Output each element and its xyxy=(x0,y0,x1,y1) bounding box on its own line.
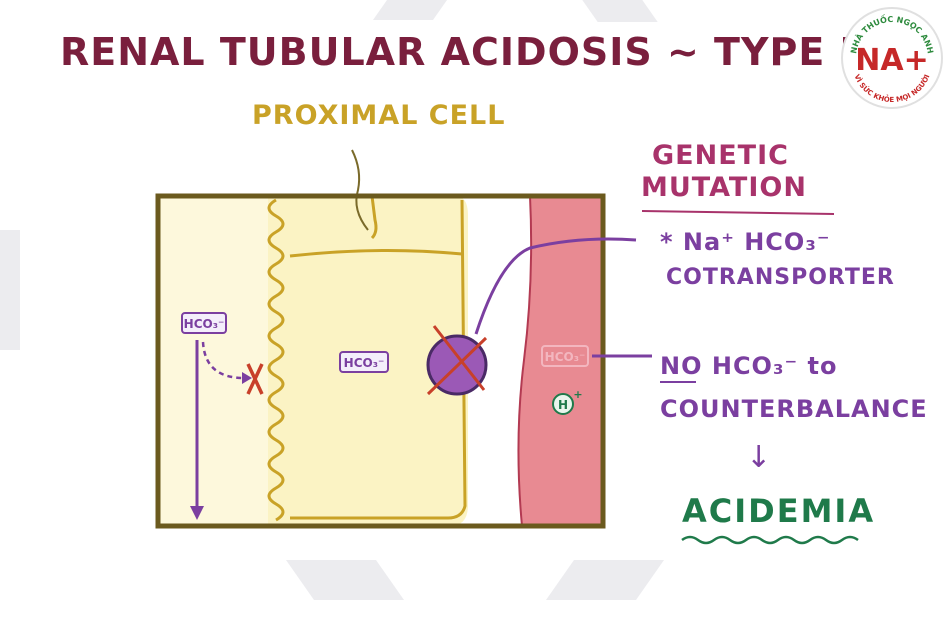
hydrogen-ion-icon xyxy=(552,393,574,415)
hco3-box-lumen xyxy=(181,312,227,334)
mutation-label: MUTATION xyxy=(641,172,807,203)
background-stripe xyxy=(0,230,20,350)
hydrogen-ion-label: H xyxy=(558,398,568,412)
brush-border xyxy=(267,198,285,522)
cell-label-pointer xyxy=(351,149,369,231)
no-word: NO xyxy=(660,352,703,380)
genetic-underline xyxy=(641,210,835,215)
hco3-box-blood xyxy=(541,345,589,367)
acidemia-label: ACIDEMIA xyxy=(682,492,876,530)
genetic-label: GENETIC xyxy=(652,140,789,171)
blocked-reabsorption-arrow xyxy=(201,341,245,380)
down-arrow: ↓ xyxy=(746,440,772,475)
hco3-box-cell xyxy=(339,351,389,373)
no-bicarb-label: NO HCO₃⁻ to xyxy=(660,352,837,380)
cell-boundary-upper xyxy=(370,195,378,240)
hydrogen-ion-charge: + xyxy=(573,388,582,401)
blocked-x-mark xyxy=(246,363,264,395)
hco3-label-blood: HCO₃⁻ xyxy=(545,350,586,364)
cell-boundary-top xyxy=(289,248,463,258)
hco3-excretion-arrowhead xyxy=(190,506,204,520)
logo-mark: NA+ xyxy=(855,43,928,78)
cotransporter-pointer xyxy=(474,237,637,335)
diagram-title: RENAL TUBULAR ACIDOSIS ~ TYPE II xyxy=(60,30,870,74)
pharmacy-logo: NHÀ THUỐC NGỌC ANH NA+ VÌ SỨC KHỎE MỌI N… xyxy=(841,7,943,109)
tubule-lumen xyxy=(158,196,268,526)
cotransporter-x-mark xyxy=(426,325,488,396)
hco3-label-cell: HCO₃⁻ xyxy=(344,356,385,370)
blocked-reabsorption-arrowhead xyxy=(242,372,252,384)
cotransporter-formula: * Na⁺ HCO₃⁻ xyxy=(660,228,831,256)
blood-vessel xyxy=(518,196,603,526)
counterbalance-label: COUNTERBALANCE xyxy=(660,395,928,423)
hco3-label-lumen: HCO₃⁻ xyxy=(184,317,225,331)
cell-basolateral-membrane xyxy=(290,199,467,520)
cotransporter-label: COTRANSPORTER xyxy=(666,265,895,290)
diagram-frame xyxy=(155,193,606,529)
proximal-cell-label: PROXIMAL CELL xyxy=(252,100,506,131)
acidemia-underline xyxy=(681,535,859,545)
no-bicarb-rest: HCO₃⁻ to xyxy=(702,352,838,380)
